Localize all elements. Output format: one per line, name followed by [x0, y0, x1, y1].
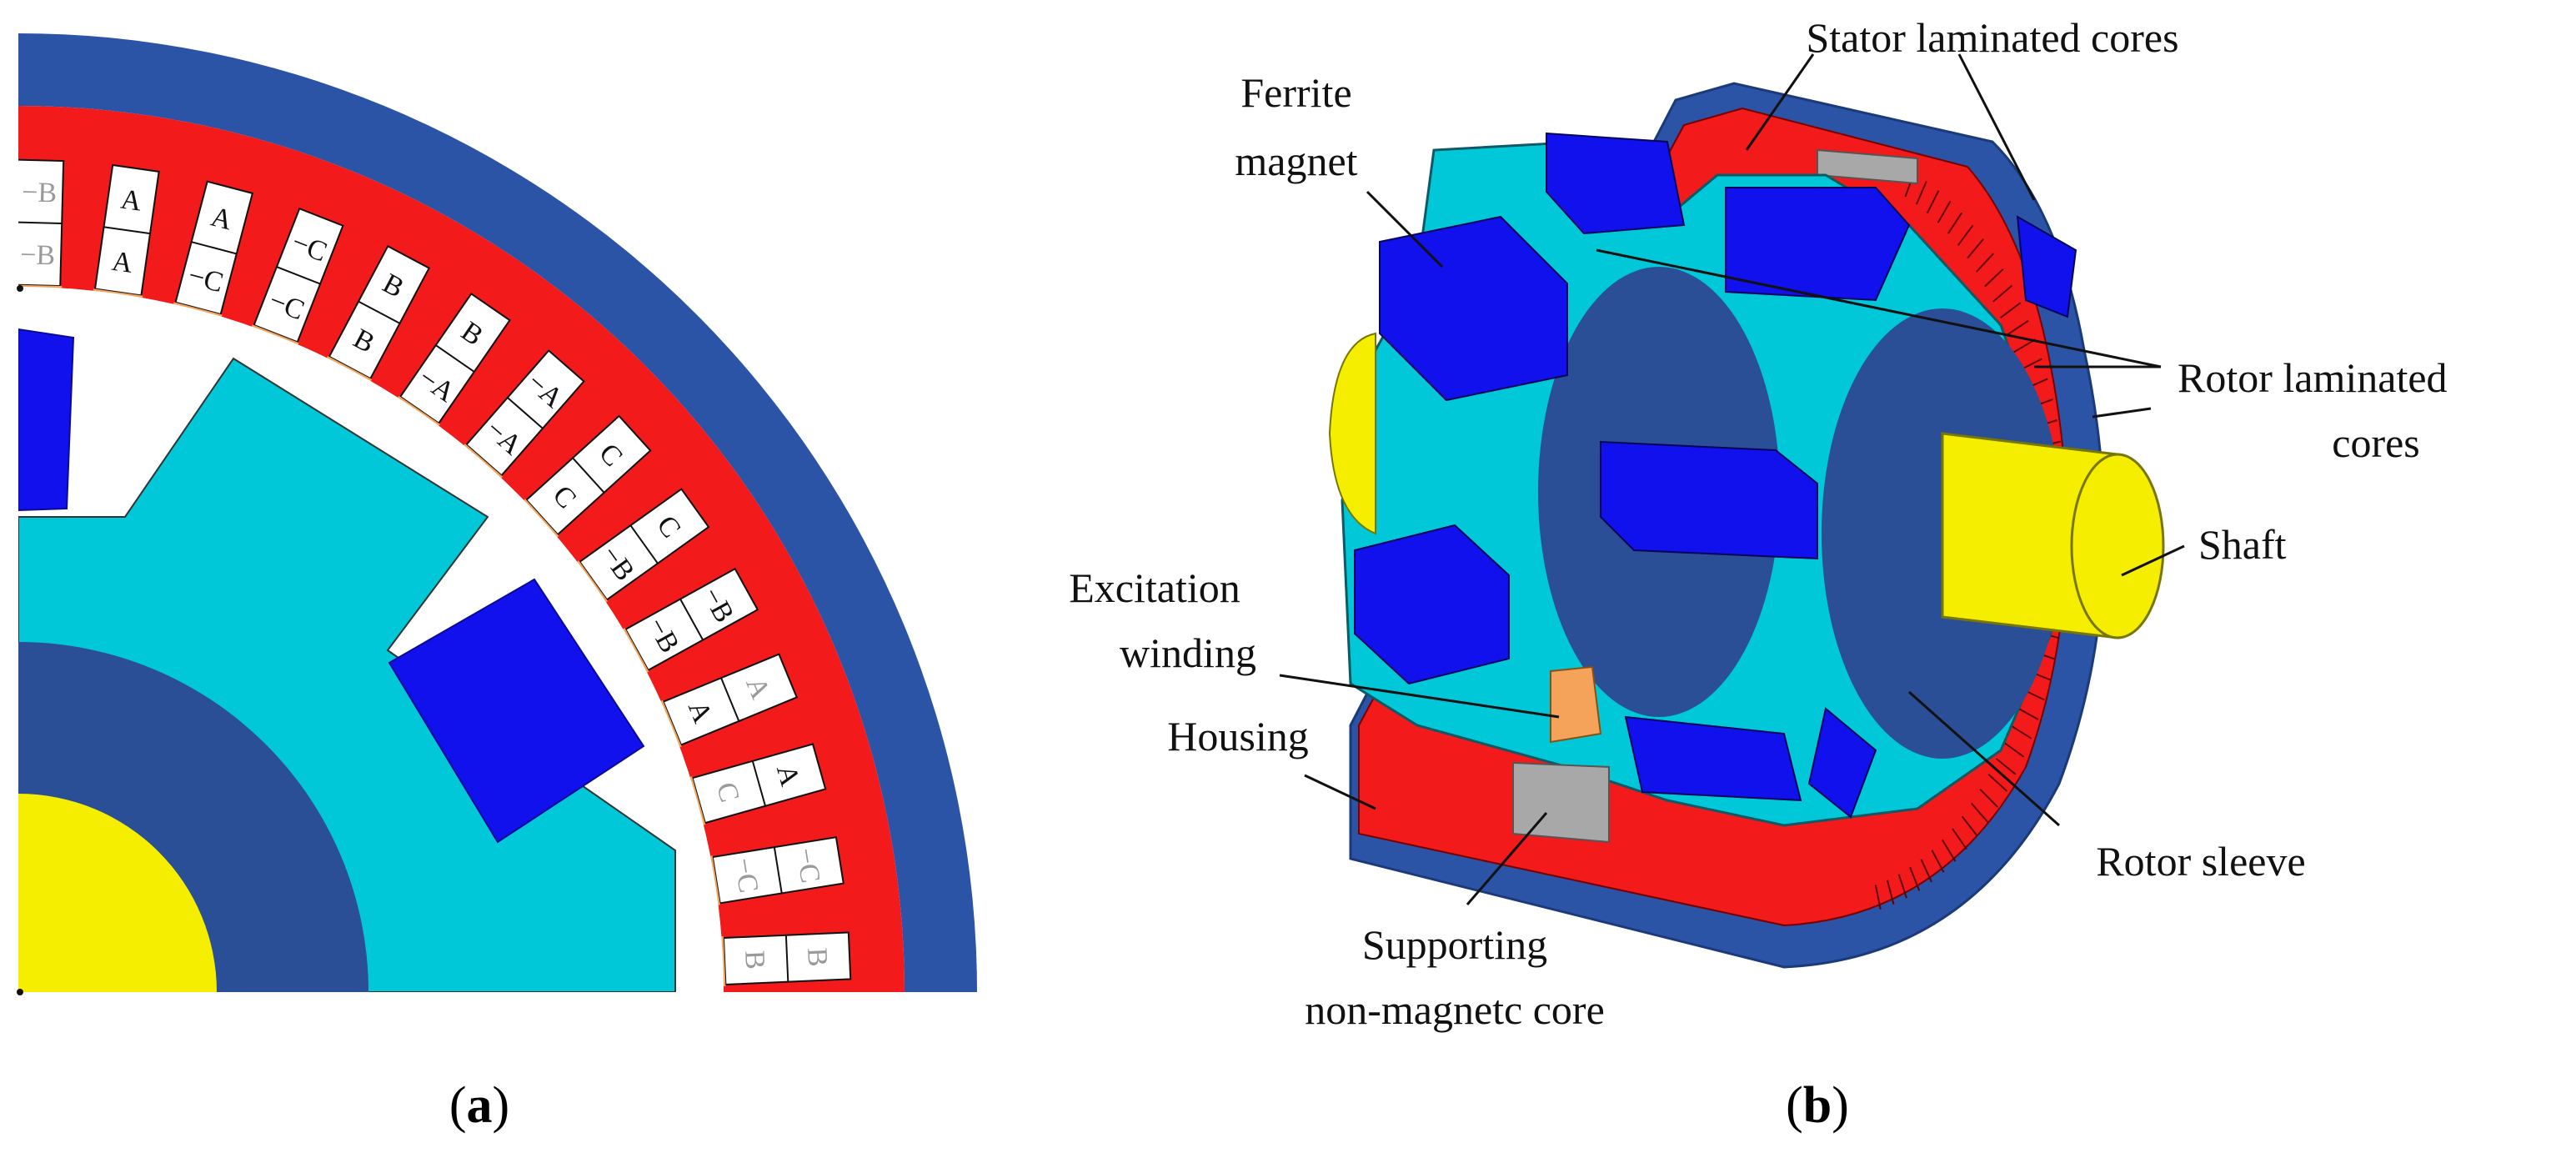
shaft-left	[1330, 333, 1376, 534]
label-rotor-sleeve: Rotor sleeve	[2096, 838, 2305, 885]
caption-b: (b)	[1786, 1077, 1849, 1134]
excitation-winding-b	[1551, 667, 1601, 742]
label-supporting-line1: Supporting	[1362, 921, 1547, 968]
shaft-end	[2072, 454, 2163, 638]
label-stator-laminated-cores: Stator laminated cores	[1806, 14, 2178, 61]
support-core-bottom	[1513, 763, 1609, 842]
slot-label-top: −B	[22, 177, 58, 208]
panel-b-cutaway: Stator laminated cores Ferrite magnet Ro…	[1069, 14, 2447, 1134]
label-ferrite-line1: Ferrite	[1240, 69, 1351, 116]
slot-label-bottom: B	[739, 950, 770, 970]
center-point	[17, 989, 23, 995]
magnet-3	[1601, 442, 1817, 559]
label-shaft: Shaft	[2198, 521, 2287, 568]
label-rotor-laminated-line1: Rotor laminated	[2178, 354, 2448, 401]
slot-label-top: −C	[789, 845, 825, 885]
slot-label-bottom: −B	[20, 239, 56, 271]
stator-slot: BB	[714, 930, 850, 986]
slot-label-top: B	[801, 947, 833, 967]
gap-mark	[17, 285, 23, 292]
label-ferrite-line2: magnet	[1235, 138, 1357, 184]
label-rotor-laminated-line2: cores	[2332, 419, 2420, 466]
stator-slot: −B −B	[12, 160, 65, 297]
label-supporting-line2: non-magnetc core	[1305, 986, 1605, 1033]
label-housing: Housing	[1167, 713, 1308, 759]
slot-label-bottom: −C	[728, 855, 764, 895]
label-excitation-line2: winding	[1120, 629, 1256, 676]
label-excitation-line1: Excitation	[1069, 564, 1240, 611]
caption-a: (a)	[449, 1077, 509, 1134]
ferrite-magnet-a1	[18, 329, 73, 510]
